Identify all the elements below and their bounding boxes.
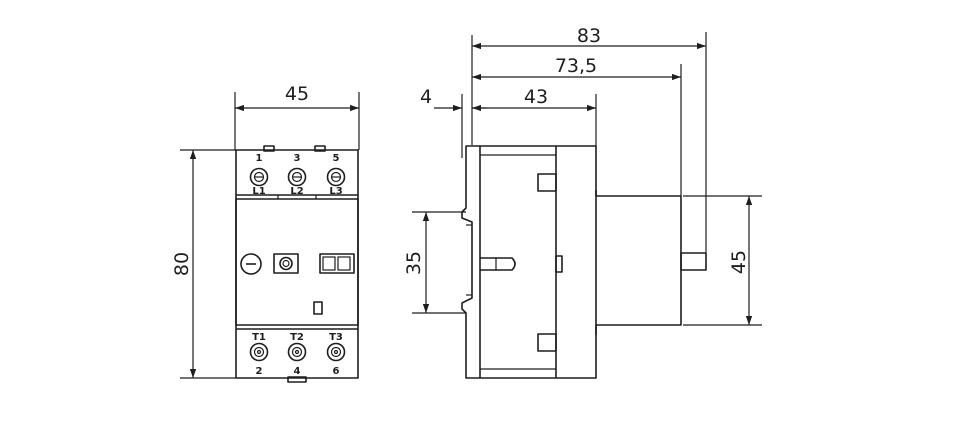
- dimension-83: 83: [577, 25, 601, 47]
- top-clip-right: [314, 145, 326, 152]
- side-latch: [555, 255, 563, 273]
- rail-slot: [480, 257, 516, 271]
- terminal-label-t1: T1: [252, 332, 266, 343]
- din-rail-clip: [461, 145, 480, 379]
- control-panel: [235, 198, 359, 326]
- front-section: [595, 190, 682, 335]
- side-tab-bottom: [537, 333, 557, 352]
- screw-terminal-t1: [249, 342, 269, 362]
- knob-profile: [680, 252, 707, 271]
- dimension-35: 35: [403, 251, 425, 275]
- terminal-label-l2: L2: [290, 186, 303, 197]
- screw-terminal-l2: [287, 167, 307, 187]
- terminal-number-6: 6: [333, 366, 340, 377]
- terminal-number-1: 1: [256, 153, 263, 164]
- rotary-dial: [240, 253, 262, 275]
- width-dimension: 45: [285, 83, 309, 105]
- side-tab-top: [537, 173, 557, 192]
- screw-terminal-t2: [287, 342, 307, 362]
- screw-terminal-l1: [249, 167, 269, 187]
- height-dimension: 80: [171, 252, 193, 276]
- terminal-number-5: 5: [333, 153, 340, 164]
- screw-terminal-l3: [326, 167, 346, 187]
- dimension-45: 45: [728, 250, 750, 274]
- dimension-4: 4: [420, 86, 432, 108]
- terminal-number-4: 4: [294, 366, 301, 377]
- dimension-73-5: 73,5: [555, 55, 597, 77]
- screw-terminal-t3: [326, 342, 346, 362]
- top-clip-left: [263, 145, 275, 152]
- terminal-label-l3: L3: [329, 186, 342, 197]
- terminal-number-3: 3: [294, 153, 301, 164]
- side-view: 83 73,5 43 4 35 45: [403, 25, 762, 379]
- reset-button: [273, 253, 299, 274]
- terminal-label-t2: T2: [290, 332, 304, 343]
- test-slot: [313, 301, 323, 315]
- indicator-window: [319, 253, 355, 274]
- dimension-43: 43: [524, 86, 548, 108]
- bottom-clip: [287, 376, 307, 383]
- front-view: 45 80 1 3 5: [171, 83, 360, 383]
- terminal-label-l1: L1: [252, 186, 265, 197]
- terminal-number-2: 2: [256, 366, 263, 377]
- terminal-label-t3: T3: [329, 332, 343, 343]
